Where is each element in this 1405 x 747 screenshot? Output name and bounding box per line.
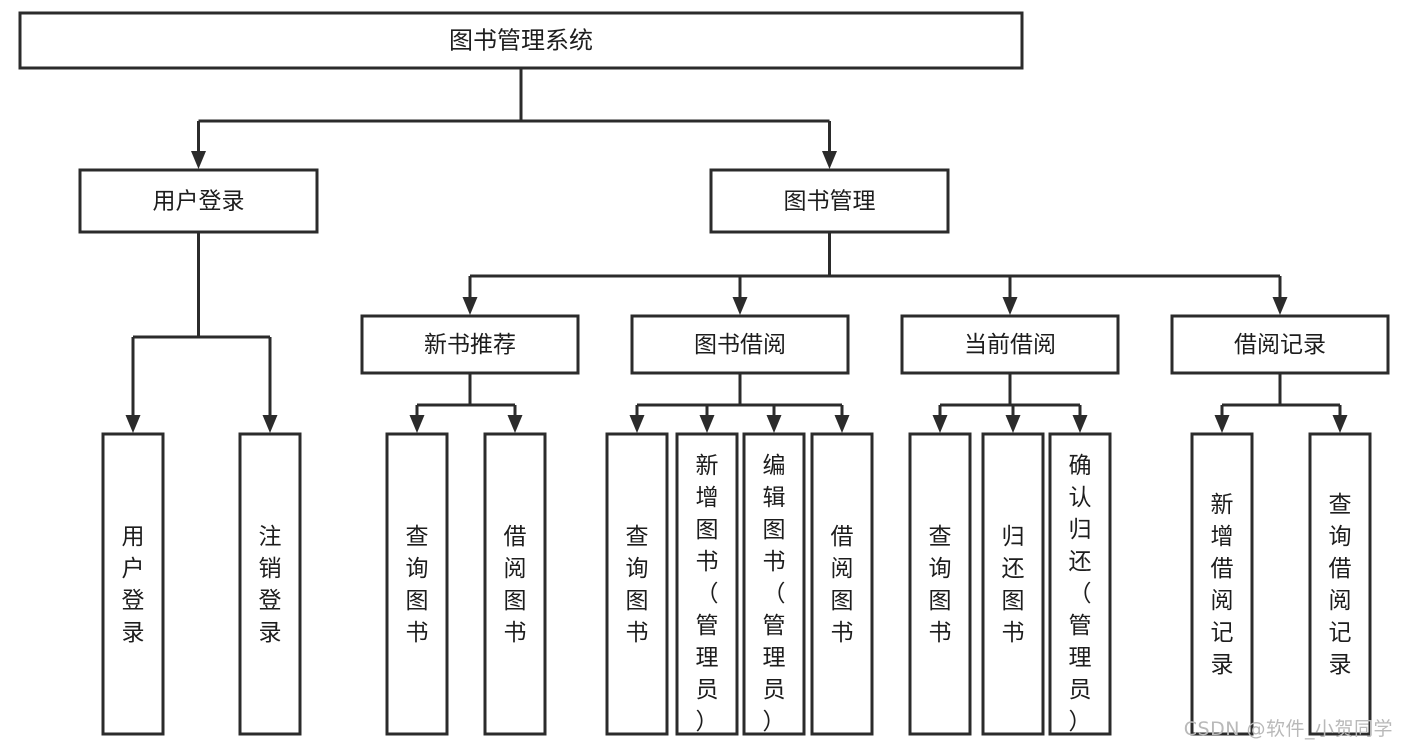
node-leaf-borrow-edit[interactable]: 编辑图书（管理员）: [742, 432, 806, 736]
node-leaf-borrow-query[interactable]: 查询图书: [605, 432, 669, 736]
node-leaf-rec-add[interactable]: 新增借阅记录: [1190, 432, 1254, 736]
node-box-leaf-cur-query: [908, 432, 972, 736]
node-box-bookmgmt: [709, 168, 950, 234]
node-box-borrow: [630, 314, 850, 375]
csdn-watermark: CSDN @软件_小贺同学: [1183, 718, 1393, 740]
node-box-leaf-user-login: [101, 432, 165, 736]
node-label-leaf-new-borrow: 借阅图书: [504, 524, 527, 646]
node-box-leaf-rec-add: [1190, 432, 1254, 736]
node-box-login: [78, 168, 319, 234]
node-borrow[interactable]: 图书借阅: [630, 314, 850, 375]
node-label-leaf-user-logout: 注销登录: [259, 524, 282, 646]
node-box-leaf-borrow-add: [675, 432, 739, 736]
node-label-login: 用户登录: [153, 189, 245, 215]
node-label-leaf-cur-query: 查询图书: [929, 524, 952, 646]
node-box-leaf-borrow-query: [605, 432, 669, 736]
node-box-leaf-new-borrow: [483, 432, 547, 736]
node-current[interactable]: 当前借阅: [900, 314, 1120, 375]
node-label-leaf-borrow-add: 新增图书（管理员）: [696, 453, 719, 735]
node-leaf-new-borrow[interactable]: 借阅图书: [483, 432, 547, 736]
node-leaf-user-logout[interactable]: 注销登录: [238, 432, 302, 736]
node-label-leaf-rec-add: 新增借阅记录: [1211, 492, 1234, 678]
node-box-current: [900, 314, 1120, 375]
node-box-newbook: [360, 314, 580, 375]
node-label-leaf-cur-confirm: 确认归还（管理员）: [1069, 453, 1092, 735]
node-label-newbook: 新书推荐: [424, 332, 516, 358]
node-label-current: 当前借阅: [964, 332, 1056, 358]
node-box-leaf-borrow-lend: [810, 432, 874, 736]
node-box-leaf-cur-return: [981, 432, 1045, 736]
node-layer: 图书管理系统用户登录图书管理新书推荐图书借阅当前借阅借阅记录用户登录注销登录查询…: [18, 11, 1390, 736]
node-leaf-cur-query[interactable]: 查询图书: [908, 432, 972, 736]
node-label-root: 图书管理系统: [449, 27, 593, 55]
node-box-leaf-rec-query: [1308, 432, 1372, 736]
node-label-leaf-user-login: 用户登录: [122, 524, 145, 646]
node-leaf-new-query[interactable]: 查询图书: [385, 432, 449, 736]
node-bookmgmt[interactable]: 图书管理: [709, 168, 950, 234]
node-newbook[interactable]: 新书推荐: [360, 314, 580, 375]
node-root[interactable]: 图书管理系统: [18, 11, 1024, 70]
node-box-leaf-cur-confirm: [1048, 432, 1112, 736]
node-label-leaf-cur-return: 归还图书: [1002, 524, 1025, 646]
node-label-borrow: 图书借阅: [694, 332, 786, 358]
node-box-records: [1170, 314, 1390, 375]
node-label-leaf-rec-query: 查询借阅记录: [1329, 492, 1352, 678]
node-leaf-cur-confirm[interactable]: 确认归还（管理员）: [1048, 432, 1112, 736]
node-leaf-user-login[interactable]: 用户登录: [101, 432, 165, 736]
node-label-leaf-borrow-edit: 编辑图书（管理员）: [763, 453, 786, 735]
node-leaf-rec-query[interactable]: 查询借阅记录: [1308, 432, 1372, 736]
node-box-leaf-new-query: [385, 432, 449, 736]
node-label-bookmgmt: 图书管理: [784, 189, 876, 215]
node-box-leaf-borrow-edit: [742, 432, 806, 736]
node-label-leaf-borrow-query: 查询图书: [626, 524, 649, 646]
node-label-records: 借阅记录: [1234, 332, 1326, 358]
node-leaf-borrow-lend[interactable]: 借阅图书: [810, 432, 874, 736]
node-box-leaf-user-logout: [238, 432, 302, 736]
node-label-leaf-new-query: 查询图书: [406, 524, 429, 646]
node-label-leaf-borrow-lend: 借阅图书: [831, 524, 854, 646]
node-leaf-borrow-add[interactable]: 新增图书（管理员）: [675, 432, 739, 736]
node-records[interactable]: 借阅记录: [1170, 314, 1390, 375]
node-login[interactable]: 用户登录: [78, 168, 319, 234]
node-leaf-cur-return[interactable]: 归还图书: [981, 432, 1045, 736]
connector-layer: [125, 68, 1348, 433]
node-box-root: [18, 11, 1024, 70]
